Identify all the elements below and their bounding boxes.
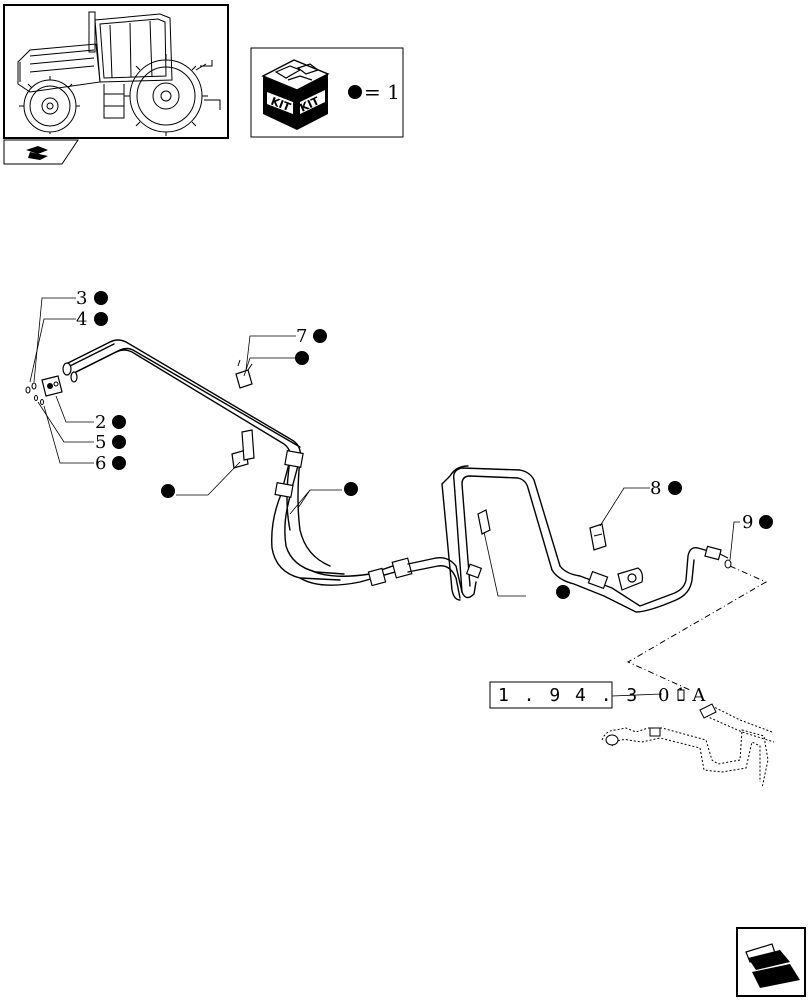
middle-clip-bullet[interactable] <box>556 585 570 599</box>
next-page-button[interactable] <box>736 927 806 997</box>
next-page-arrow-icon <box>745 943 800 988</box>
callout-5-bullet <box>112 435 126 449</box>
callout-9-bullet <box>759 515 773 529</box>
callout-9-label: 9 <box>742 512 753 533</box>
reference-code[interactable]: 1 . 9 4 . 3 <box>498 685 639 706</box>
kit-legend: KIT KIT = 1 <box>250 47 404 138</box>
callout-3[interactable]: 3 <box>76 288 108 309</box>
callout-8[interactable]: 8 <box>650 478 682 499</box>
callout-4-label: 4 <box>76 309 87 330</box>
callout-6[interactable]: 6 <box>95 453 126 474</box>
kit-equals-text: = 1 <box>364 80 400 104</box>
small-parts <box>25 359 607 551</box>
callout-6-label: 6 <box>95 453 106 474</box>
page-back-tab[interactable] <box>3 139 79 165</box>
hose-pair-bullet[interactable] <box>344 482 358 496</box>
callout-2[interactable]: 2 <box>95 412 126 433</box>
bracket-bullet[interactable] <box>161 484 175 498</box>
callout-5[interactable]: 5 <box>95 432 126 453</box>
callout-8-bullet <box>668 481 682 495</box>
callout-8-label: 8 <box>650 478 661 499</box>
callout-9[interactable]: 9 <box>742 512 773 533</box>
callout-6-bullet <box>112 456 126 470</box>
callout-4-bullet <box>94 312 108 326</box>
callout-7-label: 7 <box>296 326 307 347</box>
callout-7[interactable]: 7 <box>296 326 327 347</box>
callout-3-label: 3 <box>76 288 87 309</box>
callout-7b-bullet[interactable] <box>295 351 309 365</box>
callout-5-label: 5 <box>95 432 106 453</box>
callout-labels: 3 4 2 5 6 7 8 9 <box>76 288 773 599</box>
callout-2-label: 2 <box>95 412 106 433</box>
tractor-thumbnail-icon <box>17 11 221 136</box>
kit-bullet <box>348 85 362 99</box>
callout-2-bullet <box>112 415 126 429</box>
pipe-assembly <box>62 339 732 613</box>
callout-7-bullet <box>313 329 327 343</box>
callout-3-bullet <box>94 291 108 305</box>
callout-4[interactable]: 4 <box>76 309 108 330</box>
back-arrow-icon <box>26 146 48 160</box>
kit-box-icon: KIT KIT <box>261 59 330 130</box>
tractor-thumbnail[interactable] <box>3 4 229 139</box>
reference-inset: 1 . 9 4 . 3 0 1 A <box>489 565 775 789</box>
leader-lines <box>29 297 740 597</box>
